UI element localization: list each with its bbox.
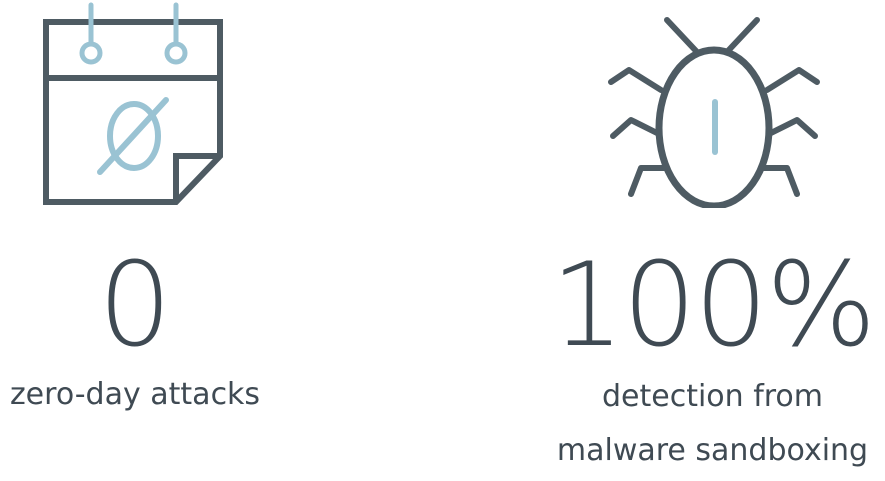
calendar-zero-icon [43, 2, 223, 205]
zero-day-caption: zero-day attacks [9, 377, 261, 412]
detection-value: 100% [550, 238, 877, 373]
detection-caption-line2: malware sandboxing [556, 433, 869, 468]
zero-day-value: 0 [98, 238, 172, 373]
detection-caption-line1: detection from [601, 379, 824, 414]
bug-icon [608, 17, 820, 208]
